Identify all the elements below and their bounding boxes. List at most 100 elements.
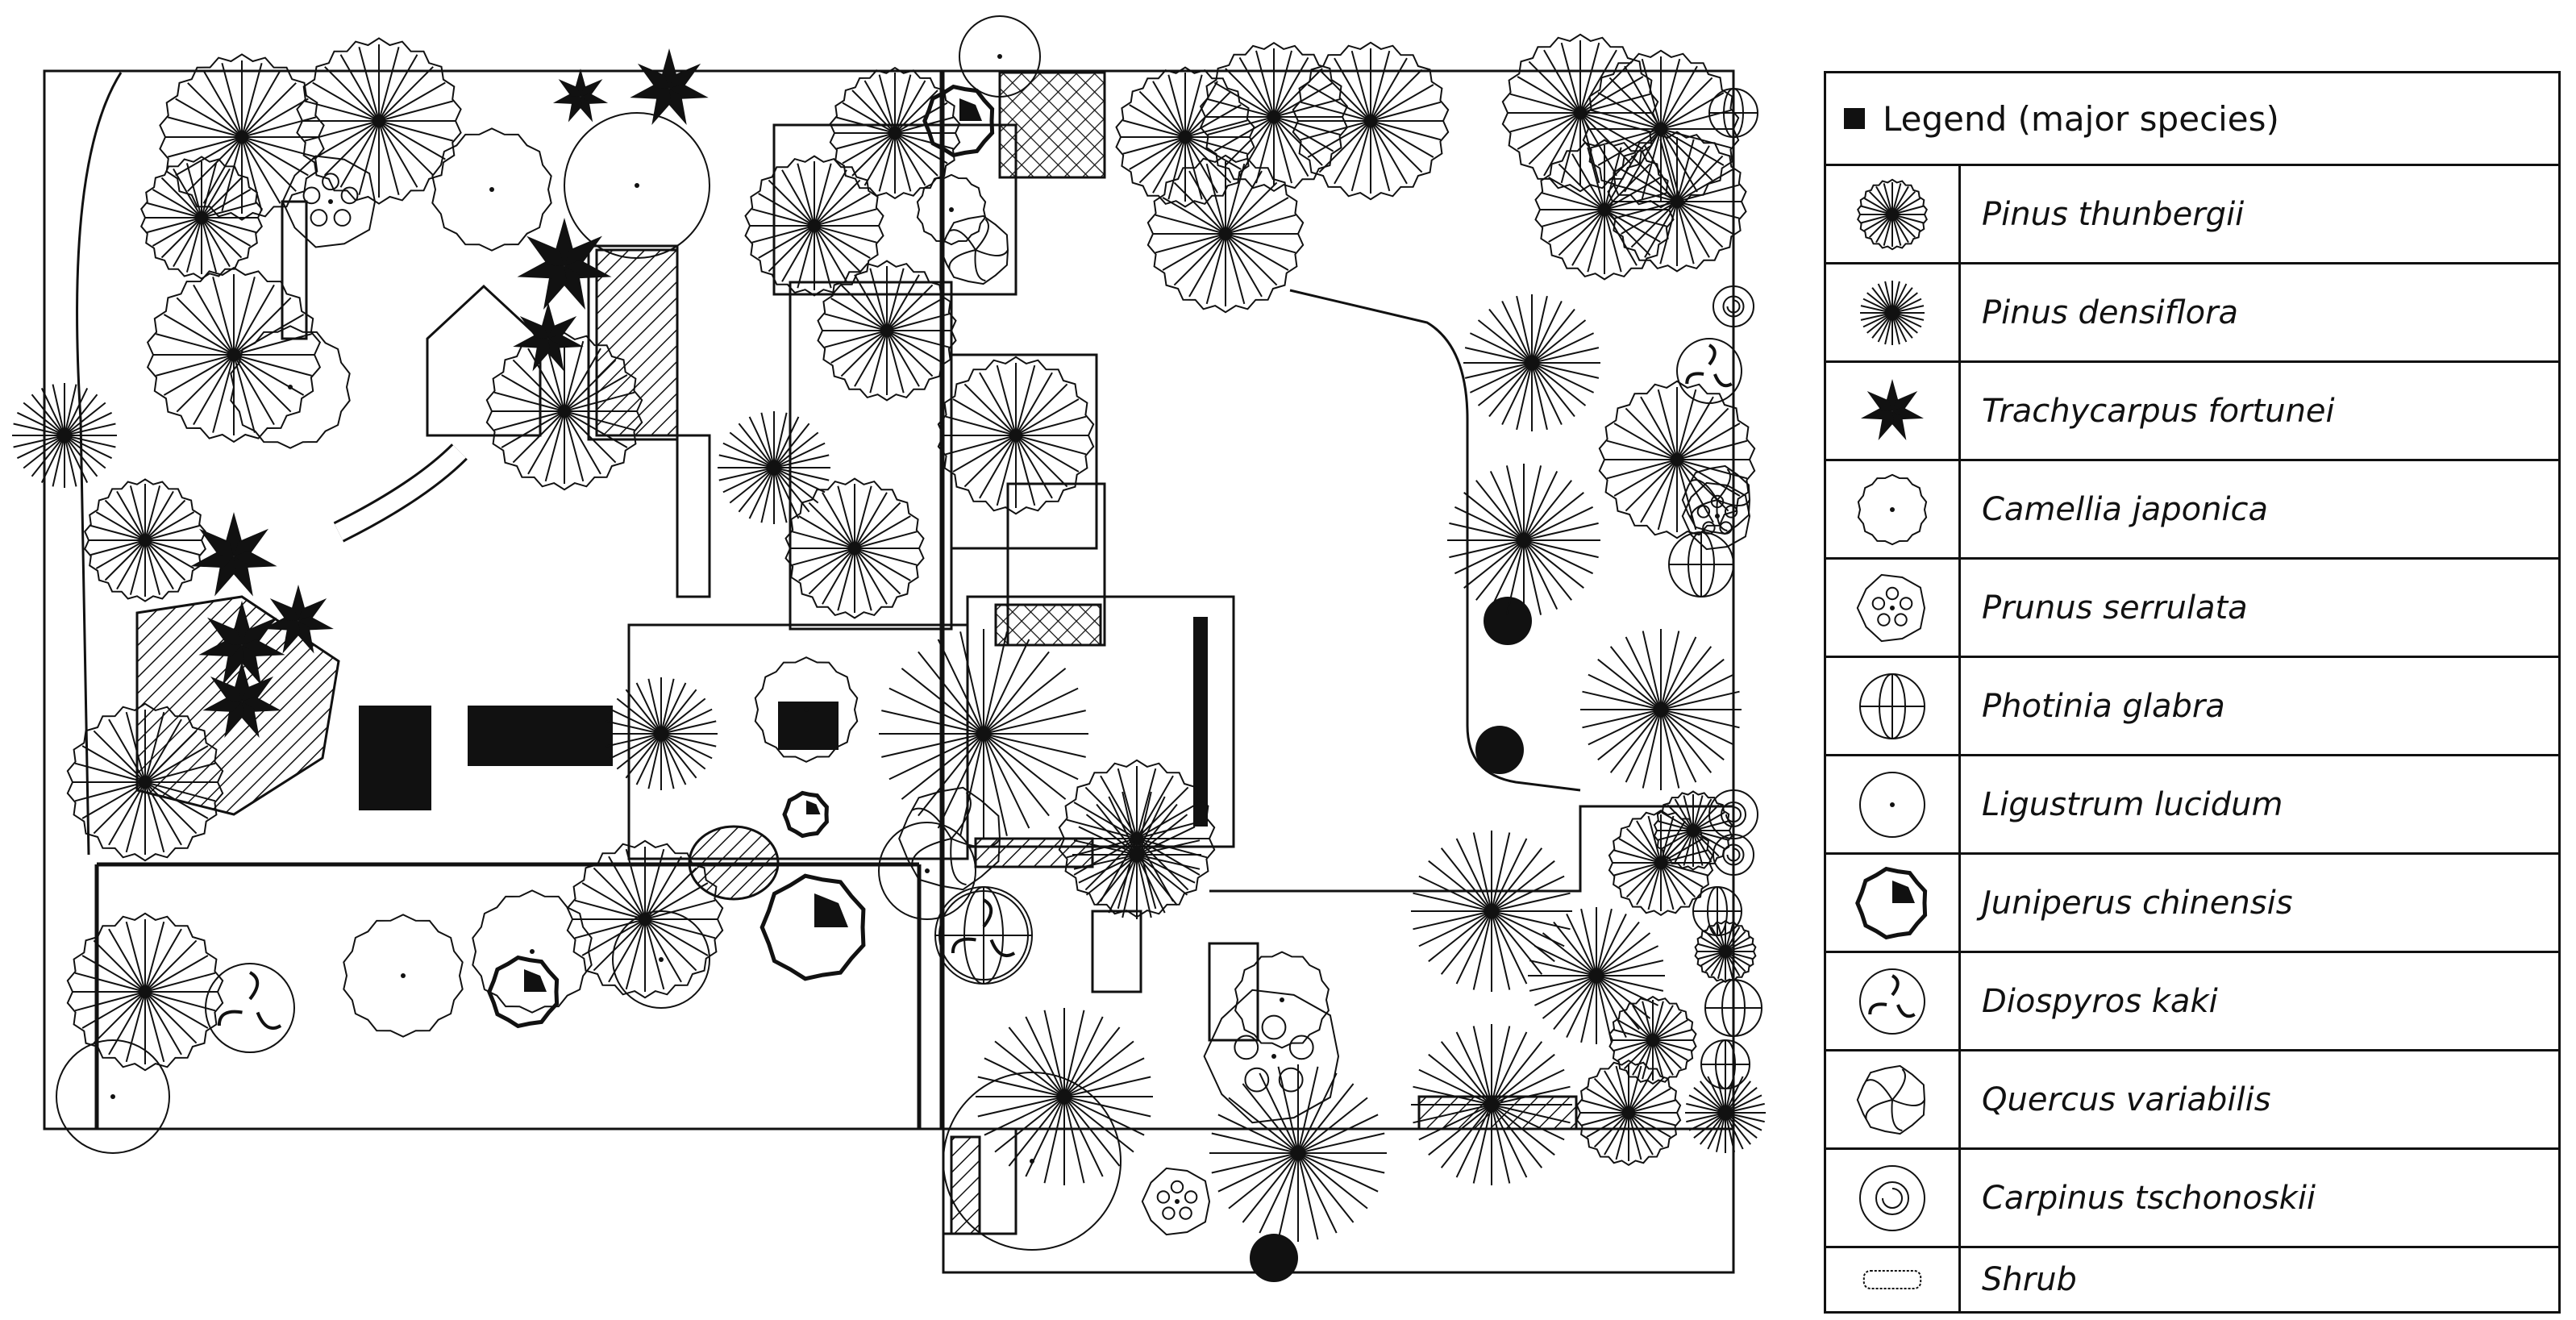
juniper-icon (922, 84, 995, 158)
persimmon-icon (205, 963, 295, 1053)
pine-densiflora-icon (879, 629, 1088, 839)
legend-species-name: Pinus thunbergii (1982, 195, 2245, 233)
legend-row: Camellia japonica (1826, 461, 2558, 560)
pine-densiflora-icon (1447, 464, 1600, 617)
legend-species-name: Trachycarpus fortunei (1982, 392, 2335, 430)
pine-densiflora-icon (1528, 907, 1665, 1044)
pine-densiflora-icon (976, 1008, 1153, 1185)
pine-thunbergii-icon (84, 478, 206, 602)
photinia-icon (1700, 1039, 1750, 1089)
juniper-icon (487, 955, 560, 1029)
oak-icon (939, 214, 1009, 285)
legend-row: Quercus variabilis (1826, 1051, 2558, 1150)
house-outline (426, 284, 542, 437)
ligustrum-icon (878, 822, 976, 920)
legend-marker-icon (1844, 108, 1865, 129)
pine-densiflora-icon (1072, 790, 1201, 919)
pine-densiflora-icon (12, 383, 117, 488)
pine-thunbergii-icon (1575, 1060, 1682, 1166)
pine-thunbergii-icon (140, 156, 263, 280)
pine-thunbergii-icon (829, 66, 961, 200)
oak-icon (898, 786, 1001, 891)
legend-symbol-cell (1826, 756, 1961, 852)
camellia-icon (472, 889, 593, 1014)
legend-species-name: Carpinus tschonoskii (1982, 1179, 2316, 1217)
shrub-icon (1862, 1270, 1922, 1289)
pine-thunbergii-icon (1534, 139, 1675, 281)
legend-row: Ligustrum lucidum (1826, 756, 2558, 855)
camellia-icon (1234, 951, 1330, 1049)
hornbeam-icon (1712, 285, 1754, 327)
garden-plan (12, 15, 1766, 1282)
solid-buildings (359, 597, 1532, 1282)
pine-thunbergii-icon (1292, 41, 1450, 201)
pine-thunbergii-icon (1598, 380, 1756, 539)
pine-densiflora-icon (1463, 294, 1600, 431)
palm-icon (263, 585, 334, 654)
legend-symbol-cell (1826, 658, 1961, 754)
photinia-icon (1859, 672, 1925, 739)
legend-row: Trachycarpus fortunei (1826, 363, 2558, 461)
juniper-icon (1855, 866, 1928, 939)
pine-thunbergii-icon (744, 155, 884, 297)
palm-icon (202, 661, 281, 739)
legend-species-name: Shrub (1982, 1261, 2077, 1298)
photinia-icon (1692, 886, 1742, 936)
pine-thunbergii-icon (1694, 920, 1757, 983)
west-garden-boundary (43, 69, 943, 1131)
persimmon-icon (1676, 338, 1742, 404)
legend-symbol-cell (1826, 1248, 1961, 1311)
legend-row: Shrub (1826, 1248, 2558, 1311)
ligustrum-icon (56, 1039, 170, 1154)
pine-thunbergii-icon (566, 839, 724, 999)
photinia-icon (1708, 88, 1758, 138)
pine-thunbergii-icon (159, 53, 325, 221)
hatched-areas (135, 71, 1578, 1235)
pine-densiflora-icon (1209, 1064, 1387, 1242)
pine-densiflora-icon (1411, 831, 1572, 992)
pine-thunbergii-icon (485, 331, 643, 491)
hornbeam-icon (1712, 834, 1754, 876)
photinia-icon (1704, 979, 1762, 1037)
photinia-icon (934, 886, 1033, 985)
ligustrum-icon (959, 15, 1041, 98)
juniper-icon (782, 790, 829, 839)
pine-thunbergii-icon (1653, 790, 1733, 871)
pine-thunbergii-icon (1857, 178, 1928, 250)
oak-icon (1856, 1064, 1926, 1135)
pine-thunbergii-icon (784, 477, 925, 619)
pine-densiflora-icon (1411, 1024, 1572, 1185)
pine-thunbergii-icon (1607, 131, 1747, 273)
legend-species-name: Ligustrum lucidum (1982, 785, 2283, 823)
legend-species-name: Pinus densiflora (1982, 294, 2239, 331)
pine-thunbergii-icon (937, 356, 1095, 515)
legend-symbol-cell (1826, 953, 1961, 1049)
hornbeam-icon (1708, 789, 1758, 839)
oak-icon (1681, 464, 1751, 535)
pine-thunbergii-icon (1608, 995, 1697, 1085)
pine-thunbergii-icon (66, 702, 224, 862)
legend-symbol-cell (1826, 166, 1961, 262)
palm-icon (190, 512, 277, 597)
ligustrum-icon (612, 910, 710, 1009)
legend-species-name: Prunus serrulata (1982, 589, 2248, 627)
cherry-icon (1203, 989, 1340, 1124)
legend-symbol-cell (1826, 560, 1961, 656)
legend-row: Prunus serrulata (1826, 560, 2558, 658)
ligustrum-icon (943, 1072, 1122, 1251)
legend-row: Photinia glabra (1826, 658, 2558, 756)
pine-thunbergii-icon (1115, 66, 1255, 208)
pine-densiflora-icon (1860, 280, 1925, 345)
camellia-icon (1857, 473, 1928, 545)
legend-species-name: Diospyros kaki (1982, 982, 2218, 1020)
camellia-icon (754, 656, 859, 763)
pine-densiflora-icon (1685, 1072, 1766, 1153)
pine-thunbergii-icon (66, 912, 224, 1072)
camellia-icon (343, 914, 464, 1038)
pine-densiflora-icon (605, 677, 718, 790)
ligustrum-icon (564, 112, 710, 259)
legend-symbol-cell (1826, 855, 1961, 951)
legend-species-name: Quercus variabilis (1982, 1081, 2271, 1118)
pine-thunbergii-icon (296, 37, 462, 205)
legend-species-name: Juniperus chinensis (1982, 884, 2293, 922)
